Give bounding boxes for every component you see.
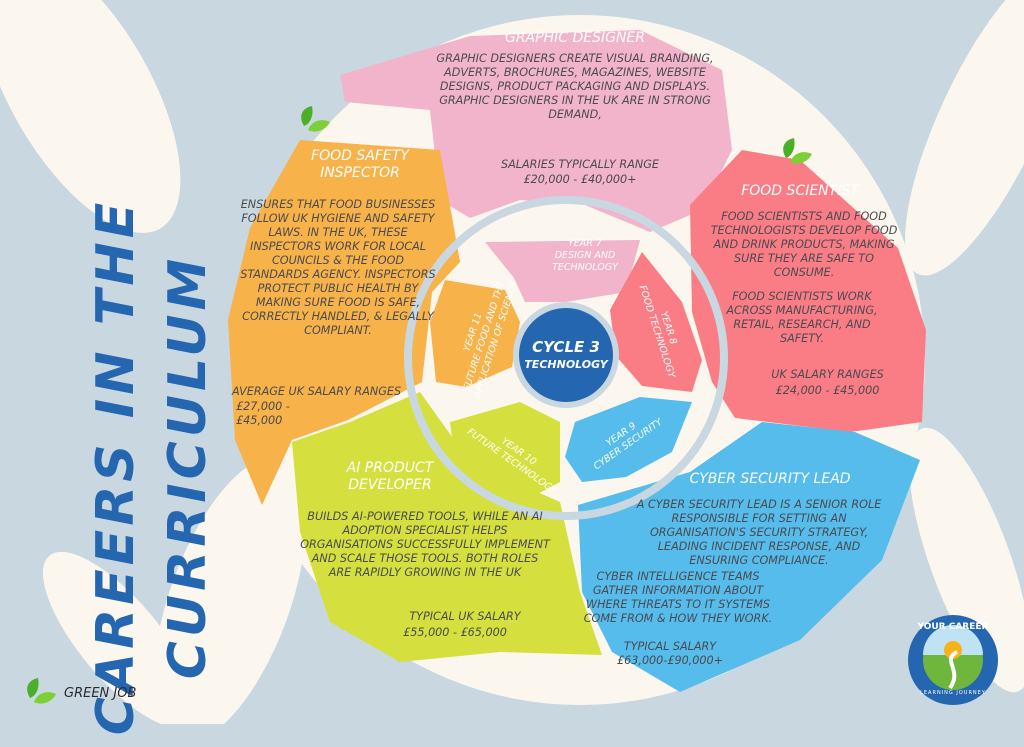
- logo-top-text: YOUR CAREER: [917, 622, 989, 632]
- cyber-lead-desc: A CYBER SECURITY LEAD IS A SENIOR ROLE R…: [636, 498, 882, 567]
- graphic-designer-title: GRAPHIC DESIGNER: [504, 30, 645, 46]
- leaf-icon: [301, 106, 330, 132]
- panel-food-scientist: [690, 150, 926, 432]
- food-scientist-desc2: FOOD SCIENTISTS WORK ACROSS MANUFACTURIN…: [726, 290, 878, 345]
- ai-developer-salary: £55,000 - £65,000: [403, 626, 507, 639]
- green-job-leaf-icon: [27, 678, 56, 704]
- food-safety-desc: ENSURES THAT FOOD BUSINESSES FOLLOW UK H…: [240, 198, 436, 337]
- leaf-icon: [783, 138, 812, 164]
- ai-developer-salary-label: TYPICAL UK SALARY: [409, 610, 521, 623]
- center-circle: [519, 308, 613, 402]
- green-job-legend: GREEN JOB: [64, 686, 137, 701]
- food-scientist-salary: £24,000 - £45,000: [775, 384, 880, 397]
- graphic-designer-desc: GRAPHIC DESIGNERS CREATE VISUAL BRANDING…: [436, 52, 714, 121]
- logo-bottom-text: LEARNING JOURNEY: [920, 690, 986, 696]
- ai-developer-desc: BUILDS AI-POWERED TOOLS, WHILE AN AI ADO…: [300, 510, 550, 579]
- food-scientist-title: FOOD SCIENTIST: [741, 183, 859, 199]
- cyber-lead-desc2: CYBER INTELLIGENCE TEAMS GATHER INFORMAT…: [583, 570, 773, 625]
- panel-cyber: [578, 422, 920, 692]
- center-cycle-label: CYCLE 3: [532, 338, 600, 356]
- food-safety-salary-label: AVERAGE UK SALARY RANGES: [232, 385, 402, 398]
- food-safety-salary: £27,000 - £45,000: [236, 400, 290, 427]
- cyber-lead-salary: £63,000-£90,000+: [617, 654, 723, 667]
- career-journey-logo: [908, 615, 998, 705]
- inner-ring: [430, 240, 702, 497]
- background-art: [0, 0, 1024, 724]
- ai-developer-title: AI PRODUCT DEVELOPER: [346, 460, 434, 493]
- panel-food-safety: [228, 140, 460, 505]
- graphic-designer-salary-label: SALARIES TYPICALLY RANGE: [501, 158, 659, 171]
- cyber-lead-title: CYBER SECURITY LEAD: [689, 471, 851, 487]
- page-title: CAREERS IN THE CURRICULUM: [86, 198, 218, 736]
- graphic-designer-salary: £20,000 - £40,000+: [523, 173, 637, 186]
- food-scientist-desc: FOOD SCIENTISTS AND FOOD TECHNOLOGISTS D…: [710, 210, 898, 279]
- outer-panels: [228, 30, 926, 692]
- food-scientist-salary-label: UK SALARY RANGES: [771, 368, 884, 381]
- food-safety-title: FOOD SAFETY INSPECTOR: [311, 148, 409, 181]
- center-subject-label: TECHNOLOGY: [524, 358, 608, 371]
- panel-ai: [292, 392, 602, 662]
- cyber-lead-salary-label: TYPICAL SALARY: [623, 640, 717, 653]
